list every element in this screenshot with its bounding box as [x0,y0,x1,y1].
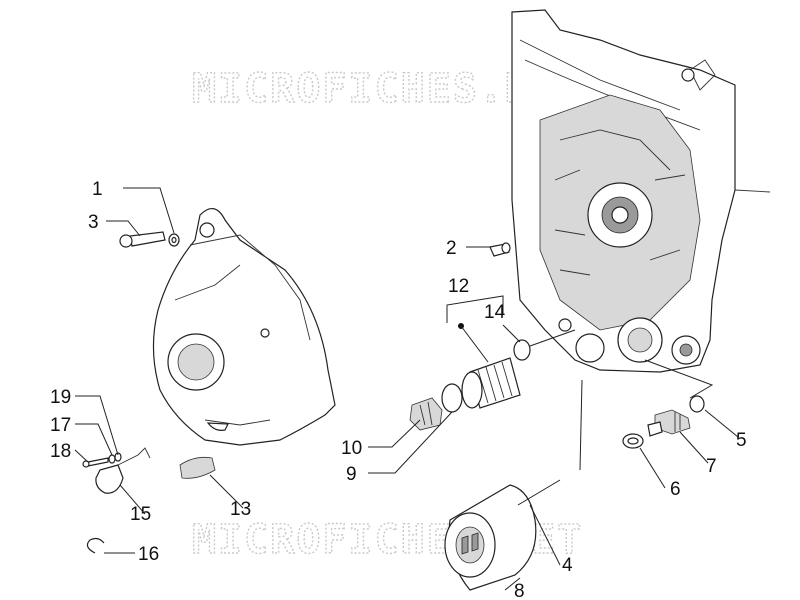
callout-8: 8 [514,581,525,600]
callout-18: 18 [50,441,71,462]
leader-7 [679,431,709,464]
callout-5: 5 [736,430,747,451]
callout-16: 16 [138,544,159,565]
callout-15: 15 [130,504,151,525]
callout-10: 10 [341,438,362,459]
o-ring-part-14 [513,339,531,361]
washers-part-17-19 [108,452,122,464]
callout-4: 4 [562,555,573,576]
leader-15 [119,484,146,515]
leader-17 [75,423,113,456]
bolt-part-3 [119,231,166,248]
leader-14 [502,324,521,343]
callout-1: 1 [92,179,103,200]
plug-part-2 [489,242,511,257]
filter-screen-part [461,357,521,409]
callout-19: 19 [50,387,71,408]
sensor-part-7 [647,409,691,437]
hose-clip-part-6 [622,433,644,449]
bracket-part-15 [95,447,151,494]
callout-13: 13 [230,499,251,520]
seal-part-13 [179,456,216,479]
stud-part-4 [517,479,561,506]
leader-5 [704,409,739,438]
o-ring-part-9 [441,383,463,413]
leader-3 [106,220,141,237]
leader-5-to-case [644,359,714,399]
leader-14-to-case [529,329,576,347]
leader-13 [209,474,244,509]
group-12-bracket [446,295,504,323]
leader-4 [529,504,561,566]
seal-part-5 [689,395,705,413]
screw-part-18 [82,457,109,468]
crankcase-housing [511,9,771,373]
leader-12-filter [460,325,489,363]
callout-6: 6 [670,479,681,500]
leader-6 [639,447,666,489]
circlip-part-16 [86,537,105,554]
washer-part-1 [168,233,180,247]
callout-2: 2 [446,238,457,259]
leader-19 [75,395,119,456]
callout-3: 3 [88,212,99,233]
leader-filter-to-case [579,379,583,471]
leader-9 [368,411,453,474]
oil-filter-part-8 [444,484,537,591]
leader-8 [504,577,521,591]
flywheel-cover [152,208,336,446]
callout-9: 9 [346,464,357,485]
leader-10 [368,419,421,448]
callout-7: 7 [706,456,717,477]
callout-12: 12 [448,276,469,297]
callout-14: 14 [484,302,506,323]
leader-18 [74,449,89,463]
callout-17: 17 [50,415,71,436]
leader-1 [123,187,175,234]
